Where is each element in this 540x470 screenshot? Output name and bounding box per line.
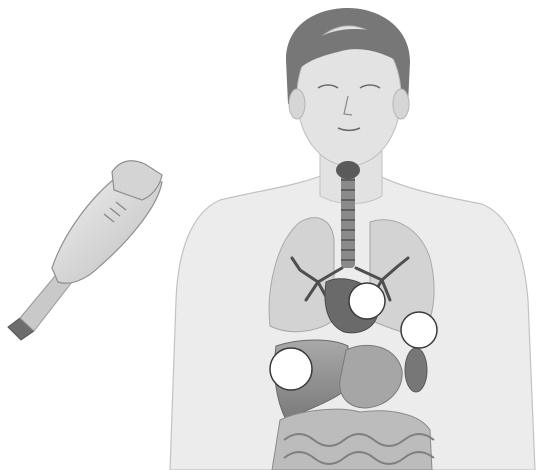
- left-ear: [289, 89, 305, 119]
- ultrasound-probe-icon: [8, 161, 162, 340]
- larynx: [336, 161, 360, 179]
- marker-left-upper-abdomen: [401, 312, 437, 348]
- marker-heart: [349, 283, 385, 319]
- marker-right-upper-abdomen: [270, 348, 312, 390]
- right-ear: [393, 89, 409, 119]
- spleen: [405, 348, 427, 392]
- intestines: [272, 409, 432, 470]
- trachea: [341, 168, 355, 268]
